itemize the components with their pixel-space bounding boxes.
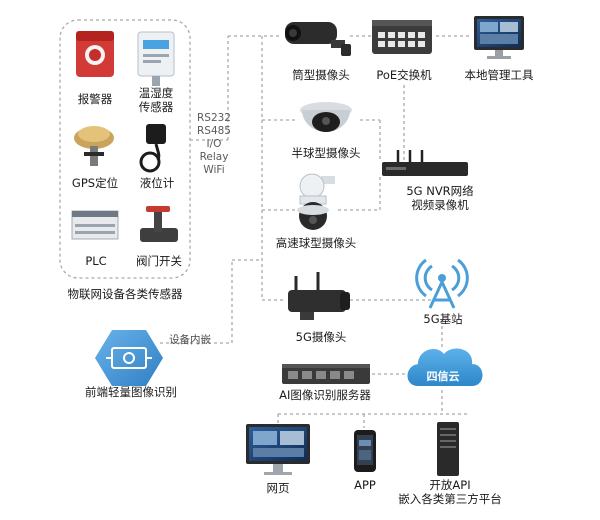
- valve-label: 阀门开关: [136, 254, 182, 268]
- 5g-camera-label: 5G摄像头: [295, 330, 347, 344]
- bullet-camera-icon: [285, 22, 351, 56]
- plc-label: PLC: [85, 254, 107, 268]
- base-station-label: 5G基站: [423, 312, 463, 326]
- protocol-io: I/O: [206, 138, 222, 150]
- protocol-wifi: WiFi: [203, 164, 225, 176]
- dome-camera-label: 半球型摄像头: [291, 146, 361, 160]
- local-management-monitor-icon: [474, 16, 524, 59]
- protocol-relay: Relay: [199, 151, 229, 163]
- nvr-label: 5G NVR网络 视频录像机: [406, 184, 474, 212]
- edge-image-recognition-icon: [95, 330, 163, 386]
- ai-server-label: AI图像识别服务器: [279, 388, 371, 402]
- level-gauge-label: 液位计: [139, 176, 175, 190]
- local-management-label: 本地管理工具: [464, 68, 534, 82]
- valve-icon: [140, 206, 178, 242]
- speed-dome-label: 高速球型摄像头: [275, 236, 357, 250]
- speed-dome-camera-icon: [297, 173, 335, 230]
- edge-ai-link-label: 设备内嵌: [169, 334, 211, 346]
- alarm-icon: [76, 31, 114, 77]
- nvr-recorder-icon: [382, 150, 468, 176]
- temp-humidity-label: 温湿度 传感器: [138, 86, 174, 114]
- sensor-group-caption: 物联网设备各类传感器: [67, 287, 183, 301]
- alarm-label: 报警器: [77, 92, 113, 106]
- 5g-base-station-icon: [415, 258, 469, 309]
- web-monitor-icon: [246, 424, 310, 475]
- level-gauge-icon: [139, 124, 166, 173]
- dome-camera-icon: [300, 102, 352, 132]
- bullet-camera-label: 筒型摄像头: [292, 68, 350, 82]
- cloud-label: 四信云: [426, 370, 460, 383]
- protocol-rs485: RS485: [196, 125, 231, 137]
- ai-server-icon: [282, 364, 370, 384]
- cloud-platform-icon: [407, 348, 483, 386]
- protocol-list: RS232 RS485 I/O Relay WiFi: [192, 112, 236, 177]
- open-api-label: 开放API 嵌入各类第三方平台: [398, 478, 502, 506]
- edge-ai-label: 前端轻量图像识别: [85, 385, 177, 399]
- gps-label: GPS定位: [71, 176, 119, 190]
- poe-switch-icon: [372, 20, 432, 54]
- web-label: 网页: [266, 481, 290, 495]
- connector-lines: [59, 19, 470, 428]
- 5g-camera-icon: [288, 272, 350, 320]
- poe-switch-label: PoE交换机: [376, 68, 432, 82]
- open-api-server-tower-icon: [437, 422, 459, 476]
- app-phone-icon: [354, 430, 376, 472]
- app-label: APP: [354, 478, 376, 492]
- protocol-rs232: RS232: [196, 112, 231, 124]
- temperature-humidity-sensor-icon: [137, 31, 175, 86]
- plc-icon: [71, 210, 119, 240]
- gps-locator-icon: [74, 126, 114, 166]
